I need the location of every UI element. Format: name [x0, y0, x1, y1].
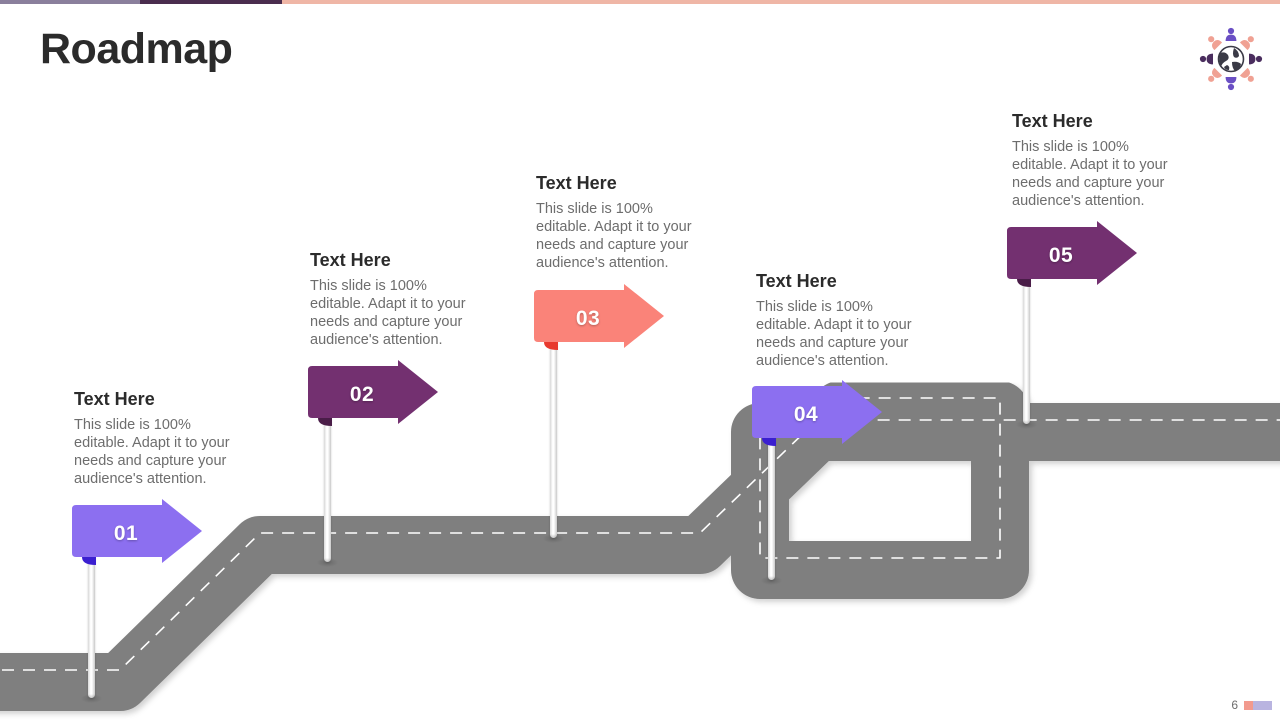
- milestone-05-flag[interactable]: 05: [1001, 221, 1141, 287]
- milestone-04: Text Here This slide is 100% editable. A…: [756, 270, 916, 371]
- milestone-04-body: This slide is 100% editable. Adapt it to…: [756, 298, 912, 370]
- milestone-02-body: This slide is 100% editable. Adapt it to…: [310, 277, 466, 349]
- milestone-01-heading: Text Here: [74, 389, 155, 409]
- milestone-04-flag-shape: [752, 380, 882, 446]
- milestone-05-flag-shape: [1007, 221, 1137, 287]
- milestone-03-body: This slide is 100% editable. Adapt it to…: [536, 200, 692, 272]
- milestone-02-pole: [317, 394, 338, 567]
- top-rule-segment-2: [140, 0, 282, 4]
- slide-footer: 6: [1231, 698, 1272, 712]
- page-title: Roadmap: [40, 25, 233, 73]
- milestone-02: Text Here This slide is 100% editable. A…: [310, 249, 470, 350]
- page-number: 6: [1231, 698, 1238, 712]
- milestone-03-flag-shape: [534, 284, 664, 350]
- milestone-01-body: This slide is 100% editable. Adapt it to…: [74, 416, 230, 488]
- milestone-03-heading: Text Here: [536, 173, 617, 193]
- milestone-05-pole: [1016, 255, 1037, 429]
- footer-accent-bar-right: [1253, 700, 1272, 710]
- milestone-01-pole: [81, 533, 102, 703]
- milestone-01-number: 01: [113, 522, 139, 545]
- globe-people-logo: [1199, 27, 1263, 91]
- footer-accent-bar-left: [1244, 700, 1253, 710]
- milestone-01-flag[interactable]: 01: [66, 499, 206, 565]
- top-rule-segment-3: [282, 0, 1280, 4]
- milestone-05-body: This slide is 100% editable. Adapt it to…: [1012, 138, 1168, 210]
- milestone-02-number: 02: [349, 383, 375, 406]
- top-accent-rule: [0, 0, 1280, 4]
- top-rule-segment-1: [0, 0, 140, 4]
- milestone-03: Text Here This slide is 100% editable. A…: [536, 172, 696, 273]
- milestone-05-heading: Text Here: [1012, 111, 1093, 131]
- milestone-05: Text Here This slide is 100% editable. A…: [1012, 110, 1172, 211]
- milestone-04-flag[interactable]: 04: [746, 380, 886, 446]
- milestone-01: Text Here This slide is 100% editable. A…: [74, 388, 234, 489]
- milestone-02-flag[interactable]: 02: [302, 360, 442, 426]
- footer-accent-bar: [1244, 700, 1272, 710]
- milestone-03-pole: [543, 318, 564, 543]
- milestone-03-number: 03: [575, 307, 601, 330]
- milestone-04-number: 04: [793, 403, 819, 426]
- milestone-05-number: 05: [1048, 244, 1074, 267]
- milestone-01-flag-shape: [72, 499, 202, 565]
- milestone-03-flag[interactable]: 03: [528, 284, 668, 350]
- milestone-02-heading: Text Here: [310, 250, 391, 270]
- milestone-02-flag-shape: [308, 360, 438, 426]
- milestone-04-pole: [761, 414, 782, 585]
- milestone-04-heading: Text Here: [756, 271, 837, 291]
